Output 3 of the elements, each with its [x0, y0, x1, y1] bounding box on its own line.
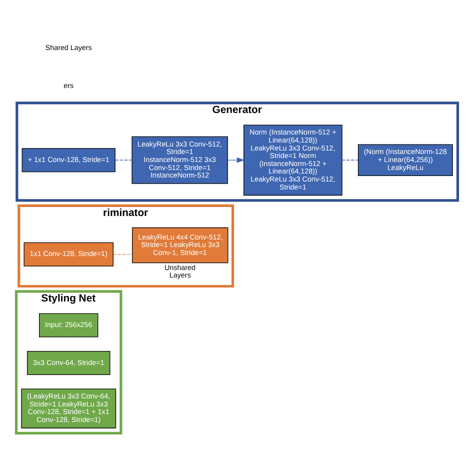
connector [342, 159, 359, 160]
arrow [228, 156, 245, 162]
connector [114, 159, 132, 160]
